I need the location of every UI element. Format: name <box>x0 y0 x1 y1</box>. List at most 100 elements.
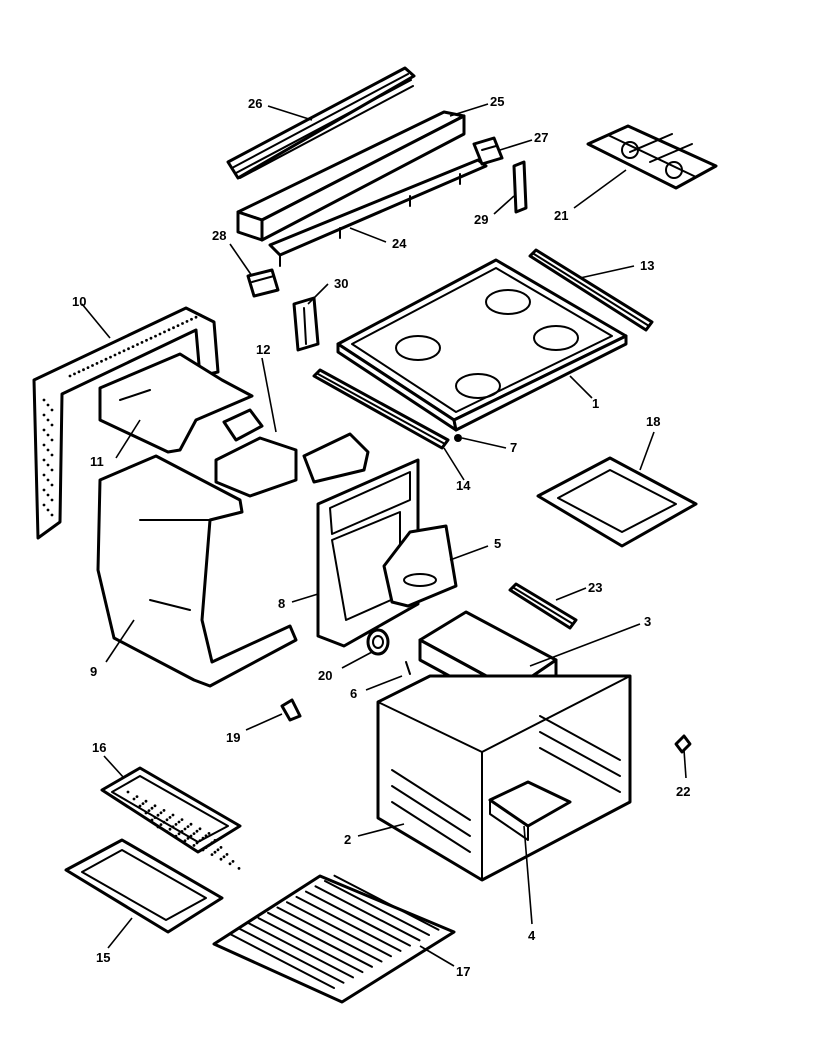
texture-dot <box>163 330 166 334</box>
label-1: 1 <box>592 396 599 411</box>
texture-dot <box>162 820 166 824</box>
label-22: 22 <box>676 784 690 799</box>
part-10-rear-insulation <box>32 306 220 540</box>
texture-dot <box>219 857 223 861</box>
texture-dot <box>186 837 190 840</box>
texture-dot <box>171 825 175 829</box>
part-23-strip <box>508 582 578 630</box>
part-17-oven-rack <box>212 874 456 1004</box>
label-12: 12 <box>256 342 270 357</box>
texture-dot <box>219 846 223 849</box>
rack-wire <box>238 927 345 984</box>
rack-wire <box>305 890 411 947</box>
texture-dot <box>126 790 130 794</box>
texture-dot <box>77 370 81 374</box>
part-6-pin <box>405 661 411 675</box>
part-21-grate <box>586 124 718 190</box>
texture-dot <box>46 493 50 497</box>
texture-dot <box>154 334 157 338</box>
part-20-grommet <box>366 628 390 656</box>
part-16-broil-grid <box>100 766 242 870</box>
label-11: 11 <box>90 454 104 469</box>
texture-dot <box>95 362 99 365</box>
part-24-bracket-strip <box>268 158 488 267</box>
texture-dot <box>177 820 181 824</box>
label-3: 3 <box>644 614 651 629</box>
part-19-clip <box>280 698 302 722</box>
texture-dot <box>147 809 151 812</box>
texture-dot <box>213 850 217 854</box>
rack-wire <box>324 880 430 936</box>
texture-dot <box>109 355 112 359</box>
texture-dot <box>174 834 178 838</box>
texture-dot <box>228 862 232 866</box>
texture-dot <box>42 458 46 462</box>
texture-dot <box>195 841 199 845</box>
label-29: 29 <box>474 212 488 227</box>
texture-dot <box>159 811 163 815</box>
part-22-clip <box>674 734 692 754</box>
texture-dot <box>198 827 202 831</box>
texture-dot <box>118 351 121 355</box>
texture-dot <box>171 813 175 817</box>
texture-dot <box>46 418 50 422</box>
texture-dot <box>183 839 187 843</box>
texture-dot <box>50 498 54 502</box>
texture-dot <box>165 830 169 833</box>
rack-wire <box>286 901 392 958</box>
label-10: 10 <box>72 294 86 309</box>
texture-dot <box>158 332 162 336</box>
texture-dot <box>150 818 154 822</box>
part-14-front-trim <box>312 368 450 450</box>
texture-dot <box>141 802 145 805</box>
leader-lines <box>81 103 687 967</box>
texture-dot <box>50 438 54 442</box>
part-11-upper-insulation <box>98 352 254 454</box>
texture-dot <box>91 364 94 367</box>
part-1-cooktop <box>336 258 628 432</box>
label-9: 9 <box>90 664 97 679</box>
texture-dot <box>42 413 46 417</box>
texture-dot <box>144 811 148 815</box>
part-25-backguard <box>236 110 466 242</box>
part-27-bracket <box>472 136 504 166</box>
texture-dot <box>50 408 54 412</box>
part-26-rail <box>226 66 416 180</box>
rack-wire <box>314 885 421 942</box>
texture-dot <box>50 468 54 472</box>
label-4: 4 <box>528 928 536 943</box>
texture-dot <box>176 324 180 327</box>
part-7-screw <box>454 434 462 442</box>
texture-dot <box>144 799 148 803</box>
texture-dot <box>50 483 54 487</box>
texture-dot <box>122 349 126 353</box>
texture-dot <box>210 841 214 845</box>
texture-dot <box>42 503 46 507</box>
texture-dot <box>192 844 196 847</box>
texture-dot <box>50 513 54 517</box>
part-5-bracket <box>382 524 458 608</box>
rack-wire <box>276 906 383 963</box>
part-12-insulation-block <box>214 408 370 498</box>
texture-dot <box>127 347 130 351</box>
texture-dot <box>207 832 211 835</box>
part-15-broil-pan <box>64 838 224 934</box>
texture-dot <box>42 488 46 492</box>
texture-dot <box>174 823 178 826</box>
label-7: 7 <box>510 440 517 455</box>
texture-dot <box>42 443 46 447</box>
texture-dot <box>46 448 50 452</box>
texture-dot <box>82 368 85 372</box>
label-8: 8 <box>278 596 285 611</box>
label-21: 21 <box>554 208 568 223</box>
texture-dot <box>168 827 172 831</box>
texture-dot <box>140 341 144 344</box>
texture-dot <box>204 834 208 838</box>
texture-dot <box>180 818 184 821</box>
texture-dot <box>86 366 90 369</box>
texture-dot <box>156 813 160 817</box>
texture-dot <box>104 357 108 361</box>
texture-dot <box>46 433 50 437</box>
texture-dot <box>204 846 208 849</box>
texture-dot <box>180 830 184 833</box>
